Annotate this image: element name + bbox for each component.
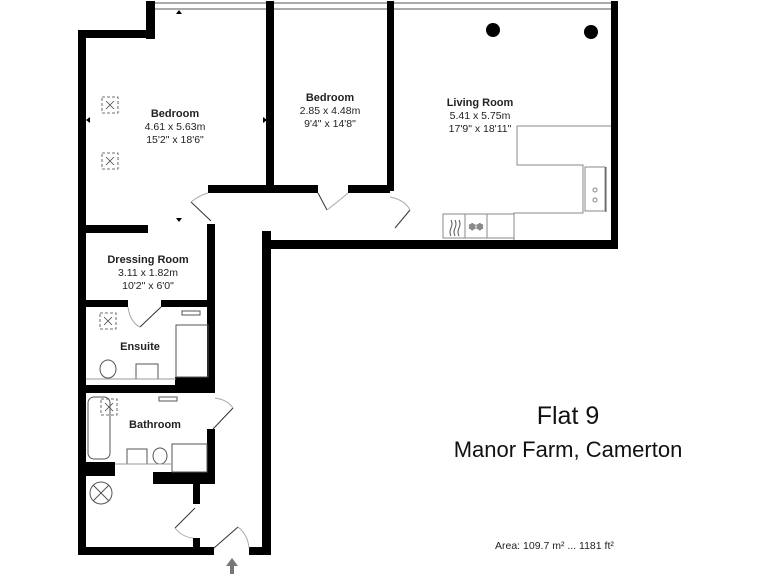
room-name: Bedroom — [305, 92, 355, 104]
room-label-bathroom: Bathroom — [122, 419, 188, 432]
boiler-icon — [89, 481, 113, 505]
room-imperial: 15'2" x 18'6" — [146, 134, 204, 146]
room-name: Ensuite — [120, 341, 160, 353]
entrance-arrow-icon — [226, 558, 238, 574]
room-label-ensuite: Ensuite — [110, 341, 170, 354]
room-metric: 3.11 x 1.82m — [118, 267, 178, 279]
area-summary: Area: 109.7 m² ... 1181 ft² — [495, 540, 614, 552]
room-imperial: 10'2" x 6'0" — [122, 280, 174, 292]
room-name: Dressing Room — [107, 254, 189, 266]
shower-icon — [175, 324, 209, 378]
basin-icon — [135, 363, 159, 380]
room-metric: 2.85 x 4.48m — [299, 105, 361, 117]
flat-title: Flat 9 — [536, 402, 600, 430]
room-name: Bathroom — [129, 419, 181, 431]
room-imperial: 17'9" x 18'11" — [448, 123, 512, 135]
room-metric: 4.61 x 5.63m — [144, 121, 206, 133]
toilet-icon — [99, 359, 117, 379]
ceiling-light-icon — [584, 25, 598, 39]
room-label-bedroom-2: Bedroom 2.85 x 4.48m 9'4" x 14'8" — [275, 92, 385, 131]
walls — [78, 1, 618, 555]
kitchen-units: ❄❄ — [442, 125, 611, 240]
room-imperial: 9'4" x 14'8" — [304, 118, 356, 130]
room-label-bedroom-1: Bedroom 4.61 x 5.63m 15'2" x 18'6" — [120, 108, 230, 147]
sink-icon — [584, 166, 606, 212]
doors — [127, 192, 411, 549]
property-address: Manor Farm, Camerton — [453, 437, 683, 462]
room-label-living-room: Living Room 5.41 x 5.75m 17'9" x 18'11" — [425, 97, 535, 136]
ceiling-light-icon — [486, 23, 500, 37]
room-label-dressing-room: Dressing Room 3.11 x 1.82m 10'2" x 6'0" — [94, 254, 202, 293]
room-name: Living Room — [446, 97, 514, 109]
room-name: Bedroom — [150, 108, 200, 120]
room-metric: 5.41 x 5.75m — [449, 110, 511, 122]
svg-text:❄❄: ❄❄ — [468, 222, 483, 232]
bath-icon — [87, 396, 111, 460]
